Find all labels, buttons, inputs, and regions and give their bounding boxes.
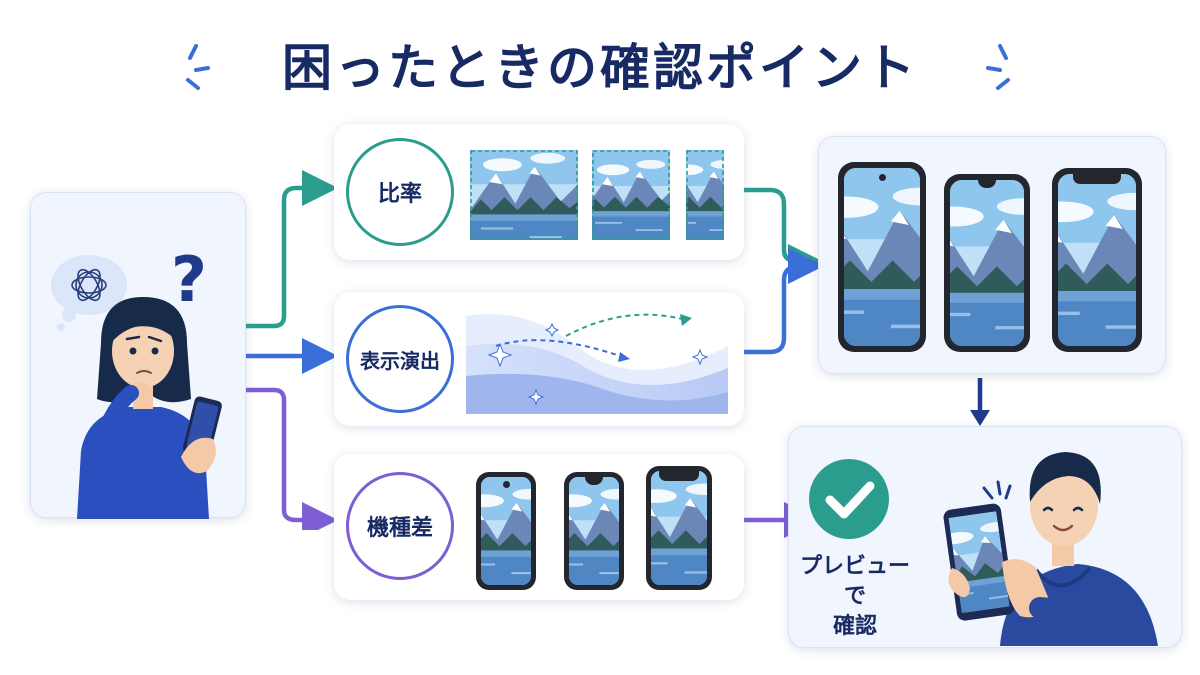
arrow-icon — [744, 248, 820, 355]
preview-confirm-line1: プレビューで — [799, 554, 910, 609]
ratio-landscape-square — [592, 150, 670, 240]
satisfied-user-illustration — [943, 452, 1158, 646]
confused-user-panel: ? — [30, 192, 246, 519]
question-mark-icon: ? — [171, 243, 207, 316]
checkmark-icon — [809, 459, 889, 539]
preview-confirm-text: プレビューで 確認 — [790, 552, 920, 642]
smartphone-icon — [476, 472, 536, 590]
branch-arrows — [246, 170, 338, 530]
sparkle-icon — [487, 322, 709, 406]
arrow-icon — [246, 387, 338, 530]
sparkle-icon — [986, 44, 1010, 90]
ratio-landscape-wide — [470, 150, 578, 240]
sparkle-icon — [186, 44, 210, 90]
smartphone-icon — [838, 162, 926, 352]
point-device-label: 機種差 — [346, 472, 454, 580]
point-ratio-label: 比率 — [346, 138, 454, 246]
smartphone-icon — [1052, 168, 1142, 352]
smartphone-icon — [564, 472, 624, 590]
confused-user-illustration: ? — [51, 243, 222, 519]
preview-confirm-line2: 確認 — [832, 614, 877, 639]
page-title: 困ったときの確認ポイント — [282, 39, 918, 97]
ratio-landscape-tall — [686, 150, 724, 240]
thought-bubble-icon — [51, 255, 127, 331]
point-display-label: 表示演出 — [346, 305, 454, 413]
smartphone-icon — [646, 466, 712, 590]
arrow-icon — [744, 187, 820, 280]
smartphone-icon — [944, 174, 1030, 352]
arrow-icon — [970, 378, 990, 426]
arrow-icon — [246, 170, 338, 329]
display-effect-illustration — [466, 313, 728, 414]
